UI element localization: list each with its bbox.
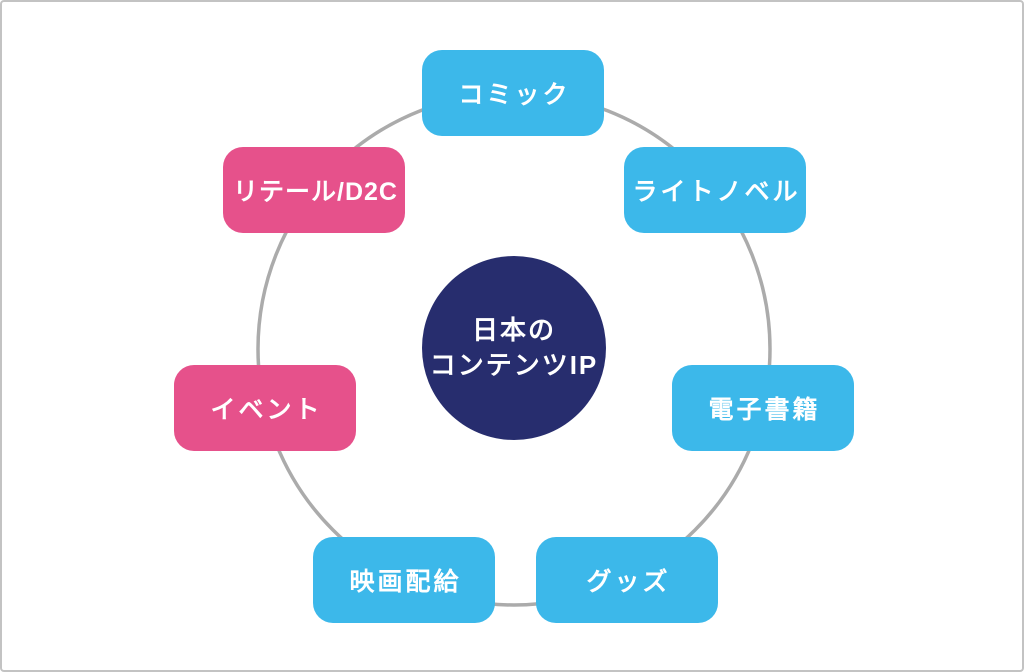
node-comic-label: コミック [458,81,571,109]
node-goods-label: グッズ [586,568,671,596]
node-ebook-label: 電子書籍 [708,396,821,424]
center-label-line2: コンテンツIP [429,350,599,380]
node-retail-d2c-label: リテール/D2C [233,178,398,206]
node-film-distribution: 映画配給 [313,537,495,623]
node-comic: コミック [422,50,604,136]
node-film-distribution-label: 映画配給 [349,568,462,596]
node-light-novel-label: ライトノベル [632,178,801,206]
node-light-novel: ライトノベル [624,147,806,233]
center-circle: 日本の コンテンツIP [422,256,606,440]
node-ebook: 電子書籍 [672,365,854,451]
center-label-line1: 日本の [471,314,556,345]
node-event-label: イベント [210,396,323,424]
node-event: イベント [174,365,356,451]
node-goods: グッズ [536,537,718,623]
node-retail-d2c: リテール/D2C [223,147,405,233]
